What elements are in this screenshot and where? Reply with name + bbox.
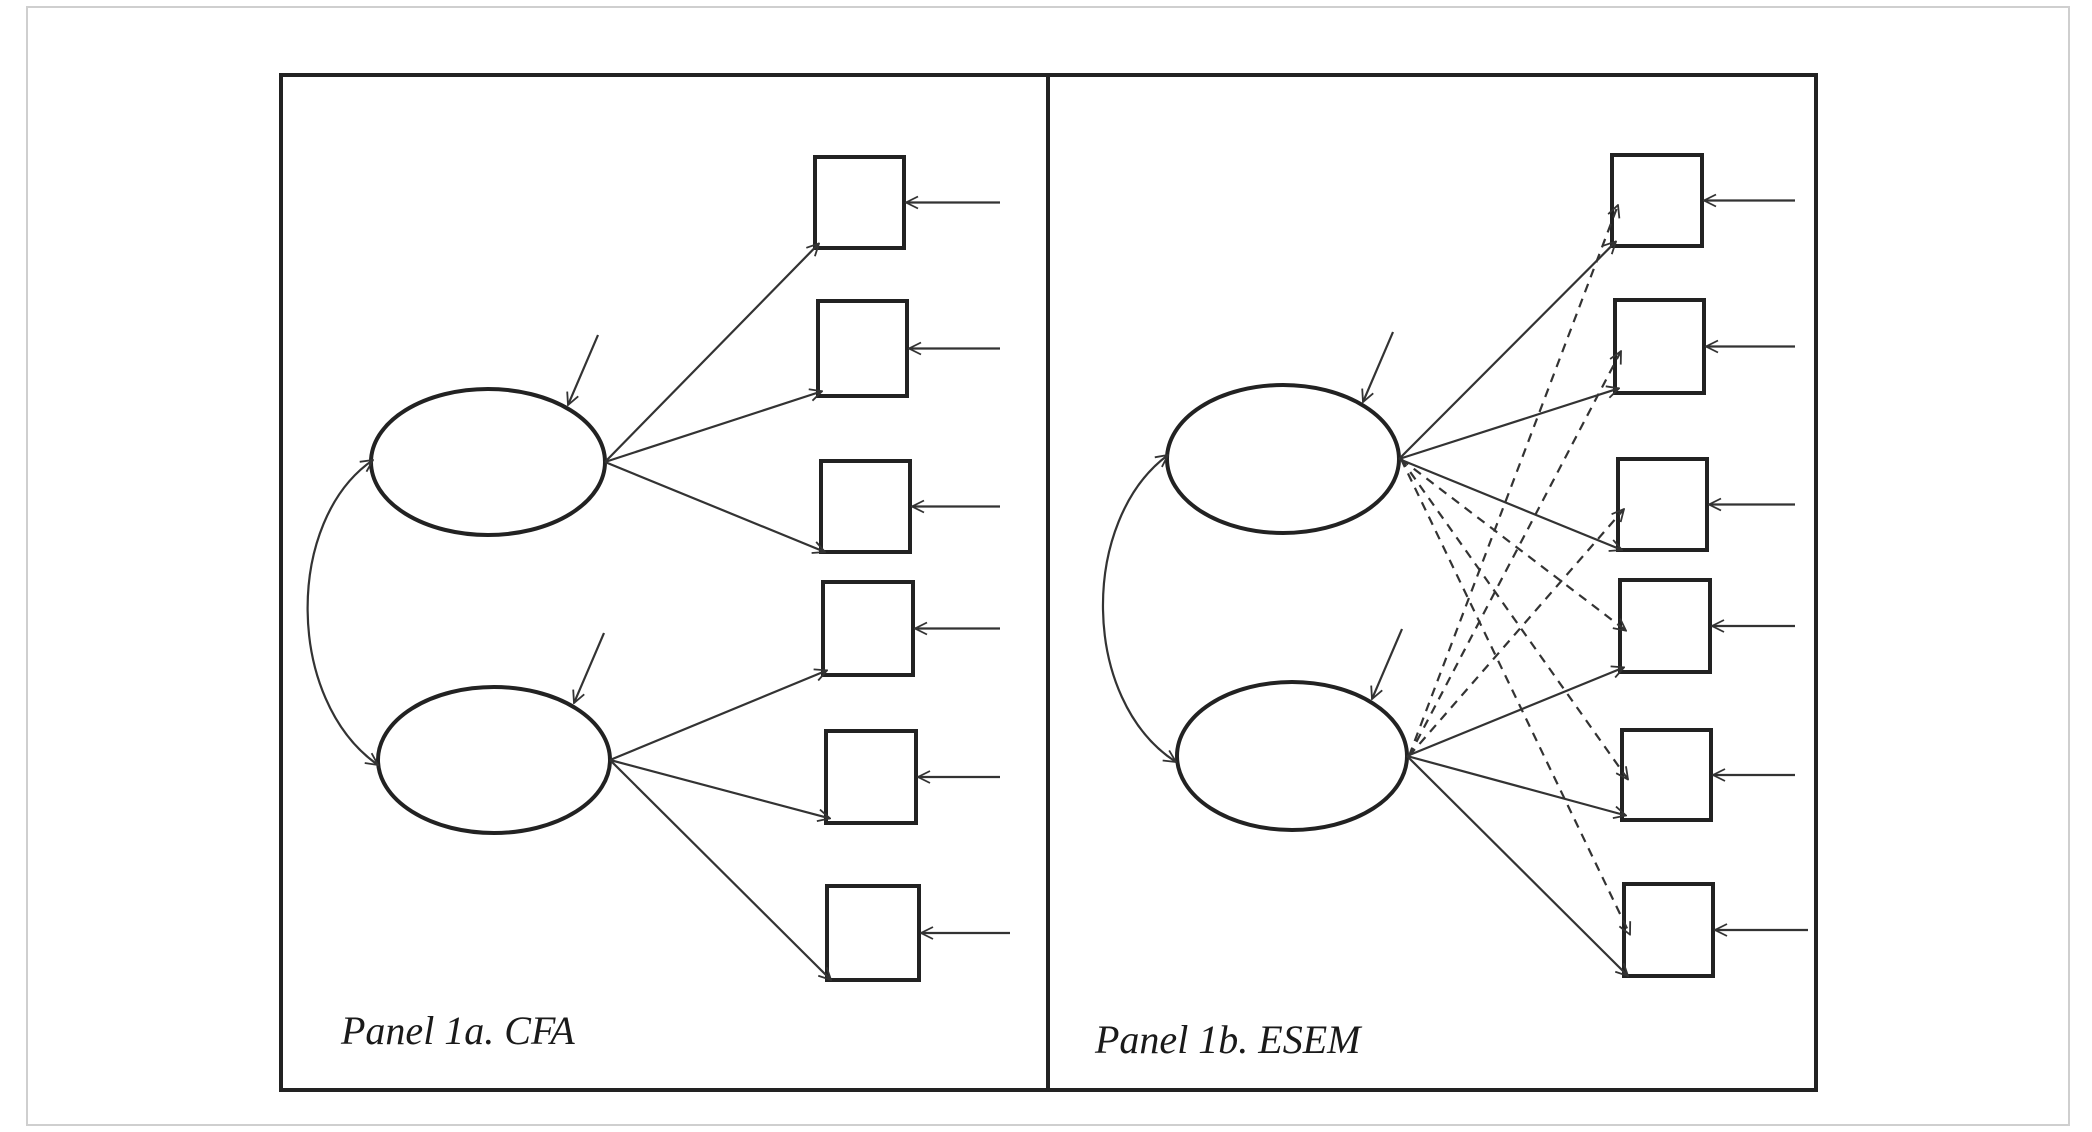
indicator-box (821, 580, 915, 677)
primary-loading-arrow (604, 243, 819, 463)
primary-loading-arrow (1398, 457, 1622, 550)
indicator-box (819, 459, 912, 554)
indicator-box (1618, 578, 1712, 674)
cross-loading-arrow (1400, 458, 1630, 935)
cross-loading-arrow (1400, 458, 1628, 780)
panel-esem (1101, 153, 1808, 978)
factor-covariance-arrow (1101, 455, 1176, 762)
latent-factor-ellipse (369, 387, 607, 537)
primary-loading-arrow (609, 759, 831, 980)
cross-loading-arrow (1408, 509, 1624, 757)
latent-factor-ellipse (1165, 383, 1401, 535)
factor-disturbance-arrow (1372, 628, 1404, 699)
indicator-box (825, 884, 921, 982)
indicator-box (816, 299, 909, 398)
panel-label-esem: Panel 1b. ESEM (1095, 1017, 1361, 1062)
cross-loading-arrow (1408, 351, 1622, 757)
primary-loading-arrow (1406, 755, 1628, 976)
indicator-box (1613, 298, 1706, 395)
primary-loading-arrow (609, 758, 830, 818)
figure-border (26, 6, 2070, 1126)
primary-loading-arrow (1406, 754, 1626, 816)
latent-factor-ellipse (376, 685, 612, 835)
primary-loading-arrow (1398, 241, 1616, 460)
latent-factor-ellipse (1175, 680, 1409, 832)
panel-label-cfa: Panel 1a. CFA (341, 1008, 575, 1053)
factor-covariance-arrow (306, 460, 378, 765)
factor-disturbance-arrow (568, 334, 600, 405)
indicator-box (813, 155, 906, 250)
indicator-box (824, 729, 918, 825)
panel-cfa (306, 155, 1010, 982)
primary-loading-arrow (1398, 388, 1619, 461)
cross-loading-arrow (1407, 205, 1618, 757)
indicator-box (1622, 882, 1715, 978)
indicator-box (1616, 457, 1709, 552)
primary-loading-arrow (1406, 667, 1624, 758)
primary-loading-arrow (604, 460, 825, 552)
primary-loading-arrow (604, 391, 822, 464)
primary-loading-arrow (609, 670, 827, 762)
indicator-box (1610, 153, 1704, 248)
indicator-box (1620, 728, 1713, 822)
factor-disturbance-arrow (574, 632, 606, 703)
factor-disturbance-arrow (1363, 331, 1395, 402)
